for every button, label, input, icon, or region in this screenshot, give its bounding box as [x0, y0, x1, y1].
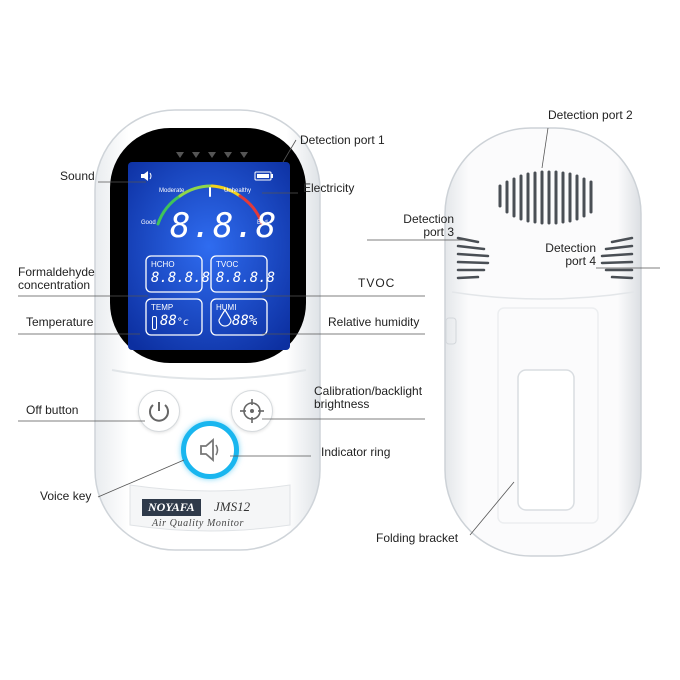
label-detection-port-4: Detection port 4: [545, 241, 596, 268]
label-detection-port-2: Detection port 2: [548, 108, 633, 122]
tvoc-label: TVOC: [216, 260, 239, 269]
label-off-button: Off button: [26, 403, 79, 417]
main-reading: 8.8.8: [170, 206, 278, 246]
temp-number: 88: [160, 313, 177, 329]
temp-label: TEMP: [151, 303, 174, 312]
speaker-icon: [200, 438, 219, 462]
label-tvoc: TVOC: [358, 276, 396, 290]
gauge-label-unhealthy: Unhealthy: [224, 188, 252, 194]
label-detection-port-3: Detection port 3: [403, 212, 454, 239]
brand-logo: NOYAFA: [142, 499, 201, 516]
label-folding-bracket: Folding bracket: [376, 531, 459, 545]
hcho-label: HCHO: [151, 260, 175, 269]
hcho-value: 8.8.8.8: [151, 270, 211, 286]
label-indicator-ring: Indicator ring: [321, 445, 391, 459]
label-relative-humidity: Relative humidity: [328, 315, 420, 329]
label-voice-key: Voice key: [40, 489, 92, 503]
label-temperature: Temperature: [26, 315, 94, 329]
tvoc-value: 8.8.8.8: [216, 270, 276, 286]
droplet-icon: [218, 308, 232, 327]
back-device: [444, 127, 642, 557]
temp-unit: °c: [176, 317, 189, 328]
temp-value: 88°c: [160, 313, 189, 329]
gauge-label-good: Good: [141, 220, 156, 226]
crosshair-icon: [240, 399, 264, 423]
detection-slots-front: [176, 152, 248, 158]
sound-icon-screen: [141, 171, 152, 181]
thermometer-icon: [152, 316, 157, 330]
gauge-label-moderate: Moderate: [159, 188, 185, 194]
product-name: Air Quality Monitor: [152, 518, 244, 529]
model-number: JMS12: [214, 499, 251, 514]
power-icon: [149, 402, 169, 422]
gauge-arc: [156, 184, 264, 226]
label-calibration: Calibration/backlight brightness: [314, 384, 423, 411]
battery-icon: [254, 171, 273, 181]
off-button[interactable]: [138, 390, 180, 432]
label-sound: Sound: [60, 169, 95, 183]
front-device: [94, 109, 321, 551]
gauge-label-bad: Bad: [257, 220, 268, 226]
humi-label: HUMI: [216, 303, 237, 312]
label-electricity: Electricity: [303, 181, 355, 195]
voice-key[interactable]: [181, 421, 239, 479]
label-detection-port-1: Detection port 1: [300, 133, 385, 147]
calibration-button[interactable]: [231, 390, 273, 432]
label-formaldehyde: Formaldehyde concentration: [18, 265, 95, 292]
humi-value: 88%: [232, 313, 258, 329]
